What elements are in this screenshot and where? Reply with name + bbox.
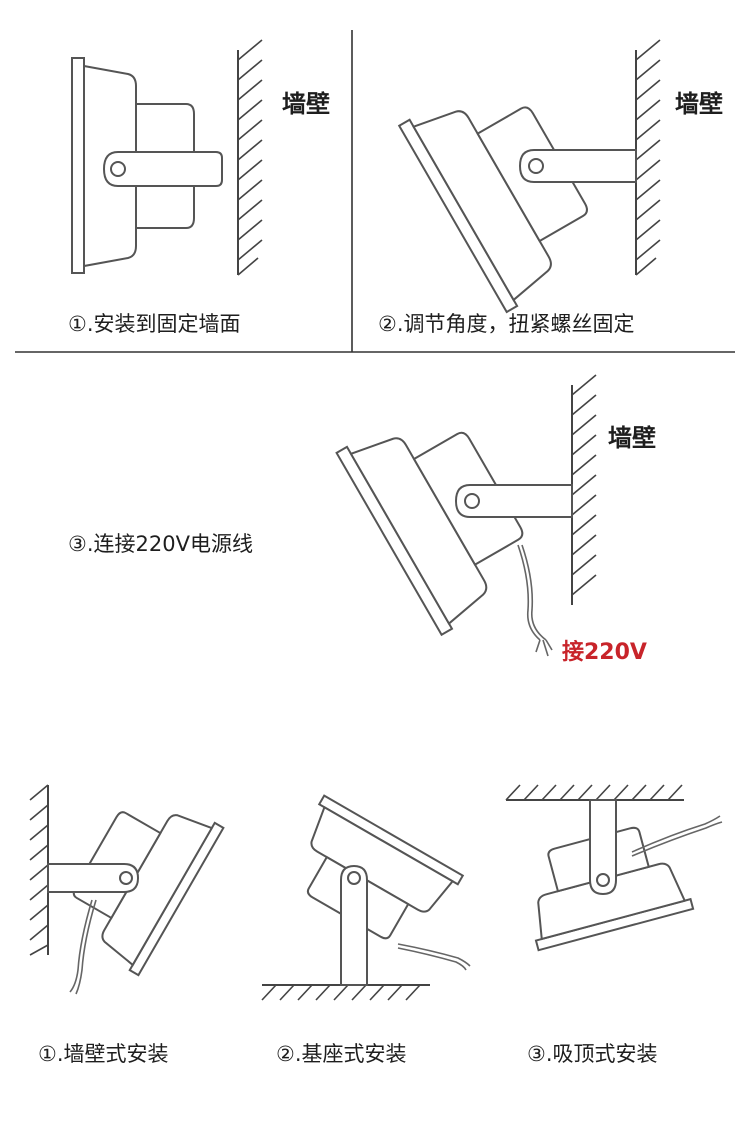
step3-drawing (337, 375, 596, 656)
base-mount-caption: ②.基座式安装 (276, 1038, 407, 1068)
ceiling-mount-caption: ③.吸顶式安装 (527, 1038, 658, 1068)
wall-hatch-1 (238, 40, 262, 275)
base-mount-drawing (262, 796, 470, 1000)
wall-mount-drawing (30, 779, 223, 994)
step1-caption: ①.安装到固定墙面 (68, 308, 241, 338)
wall-label-2: 墙壁 (675, 84, 723, 119)
ceiling-mount-drawing (506, 785, 722, 950)
wall-mount-caption: ①.墙壁式安装 (38, 1038, 169, 1068)
step3-caption: ③.连接220V电源线 (68, 528, 253, 558)
wall-label-3: 墙壁 (608, 418, 656, 453)
step2-caption: ②.调节角度，扭紧螺丝固定 (378, 308, 635, 338)
step2-drawing (399, 40, 660, 312)
wall-label-1: 墙壁 (282, 84, 330, 119)
step1-drawing (72, 40, 262, 275)
power-label: 接220V (562, 634, 647, 666)
